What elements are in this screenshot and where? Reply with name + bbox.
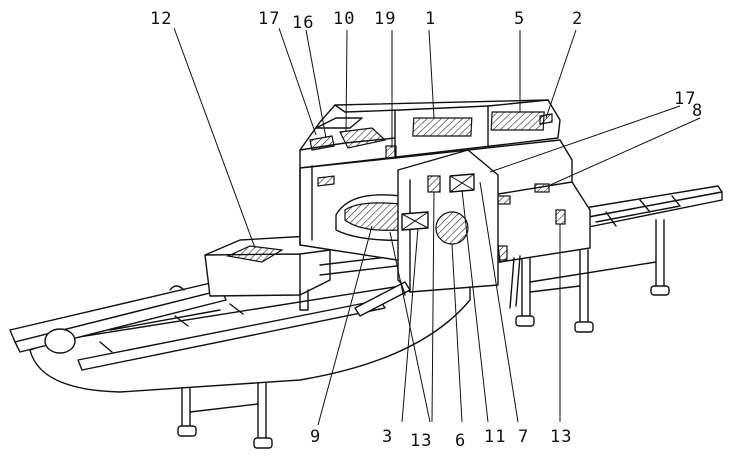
label-5: 5 xyxy=(514,9,525,29)
label-13-right: 13 xyxy=(550,427,572,447)
label-11: 11 xyxy=(484,427,506,447)
label-17-top: 17 xyxy=(258,9,280,29)
label-3: 3 xyxy=(382,427,393,447)
right-support-legs xyxy=(515,219,670,333)
label-6: 6 xyxy=(455,431,466,451)
leader-lines xyxy=(173,27,701,423)
label-10: 10 xyxy=(333,9,355,29)
label-2: 2 xyxy=(572,9,583,29)
left-trough xyxy=(9,274,471,393)
right-rail xyxy=(559,185,723,233)
label-13-left: 13 xyxy=(410,431,432,451)
main-housing xyxy=(299,99,591,317)
label-12: 12 xyxy=(150,9,172,29)
label-8: 8 xyxy=(692,101,703,121)
carriage xyxy=(204,235,406,311)
label-9: 9 xyxy=(310,427,321,447)
leader-9 xyxy=(317,225,373,426)
part-labels: 12 17 16 10 19 1 5 2 17 8 9 3 13 6 11 7 … xyxy=(150,9,703,451)
label-16: 16 xyxy=(292,13,314,33)
label-7: 7 xyxy=(518,427,529,447)
label-17-right: 17 xyxy=(674,89,696,109)
label-1: 1 xyxy=(425,9,436,29)
label-19: 19 xyxy=(374,9,396,29)
